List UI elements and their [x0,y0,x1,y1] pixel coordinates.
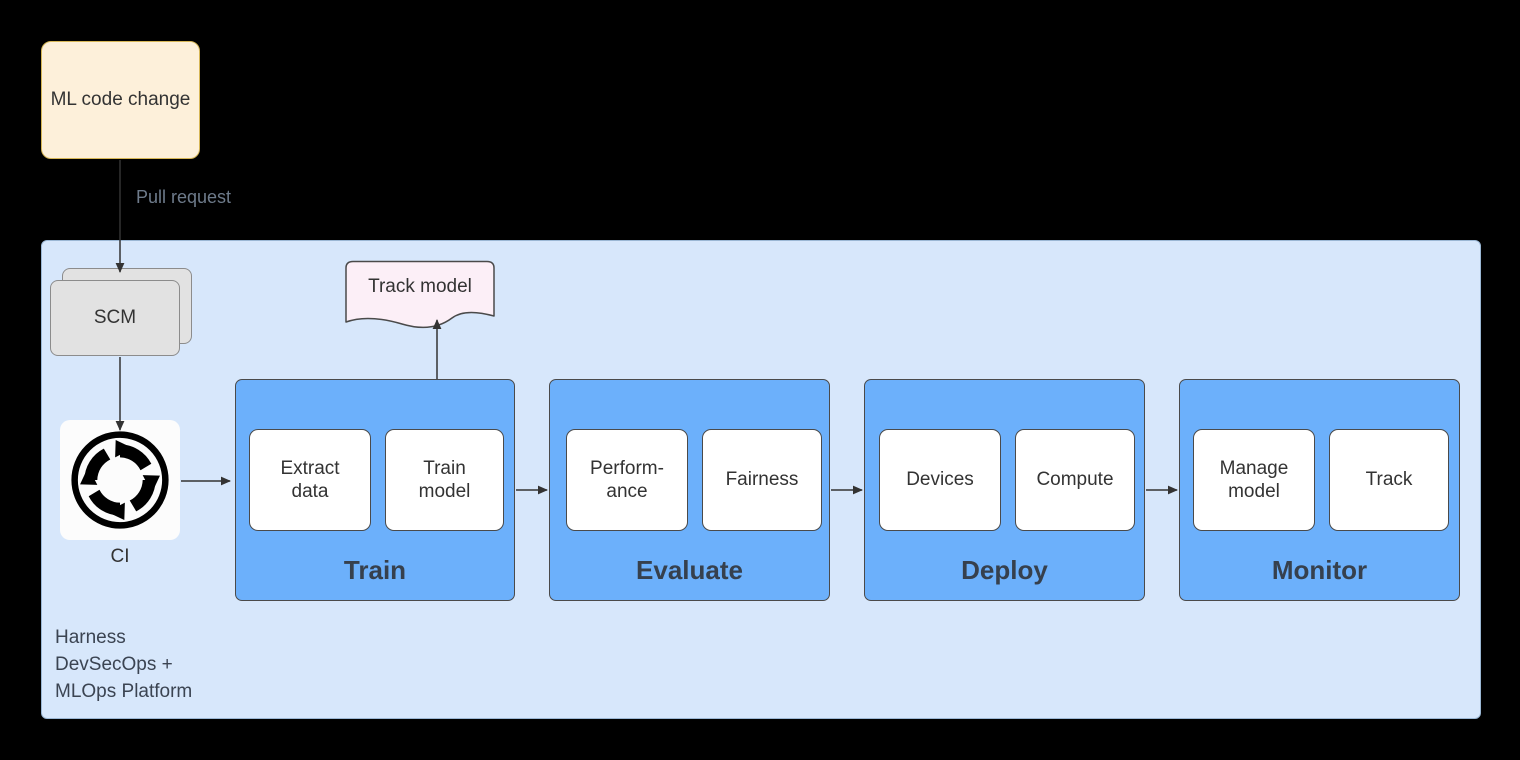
ml-code-change-node[interactable]: ML code change [41,41,200,159]
stage-evaluate[interactable]: Perform- ance Fairness Evaluate [549,379,830,601]
substep-extract-data-label: Extract data [280,457,340,502]
ml-code-change-label: ML code change [50,89,191,111]
substep-compute[interactable]: Compute [1015,429,1135,531]
substep-manage-model[interactable]: Manage model [1193,429,1315,531]
substep-train-model-label: Train model [418,457,471,502]
continuous-integration-cycle-icon [71,431,169,529]
substep-performance[interactable]: Perform- ance [566,429,688,531]
substep-devices[interactable]: Devices [879,429,1001,531]
stage-monitor-title: Monitor [1271,555,1368,585]
substep-train-model[interactable]: Train model [385,429,504,531]
pull-request-edge-label: Pull request [136,187,232,207]
substep-devices-label: Devices [906,469,974,491]
substep-fairness-label: Fairness [725,469,799,491]
substep-performance-label: Perform- ance [590,457,664,502]
stage-train[interactable]: Extract data Train model Train [235,379,515,601]
platform-label: Harness DevSecOps + MLOps Platform [55,627,193,702]
stage-deploy-title: Deploy [961,555,1048,585]
stage-train-title: Train [343,555,407,585]
substep-track[interactable]: Track [1329,429,1449,531]
document-shape-icon [345,260,495,329]
scm-node[interactable]: SCM [50,280,180,356]
substep-fairness[interactable]: Fairness [702,429,822,531]
substep-manage-model-label: Manage model [1219,457,1289,502]
substep-track-label: Track [1365,469,1413,491]
track-model-node[interactable]: Track model [340,260,500,332]
stage-deploy[interactable]: Devices Compute Deploy [864,379,1145,601]
stage-monitor[interactable]: Manage model Track Monitor [1179,379,1460,601]
ci-caption: CI [110,546,130,567]
stage-evaluate-title: Evaluate [636,555,743,585]
ci-node[interactable] [60,420,180,540]
scm-label: SCM [93,307,137,329]
substep-extract-data[interactable]: Extract data [249,429,371,531]
substep-compute-label: Compute [1036,469,1114,491]
